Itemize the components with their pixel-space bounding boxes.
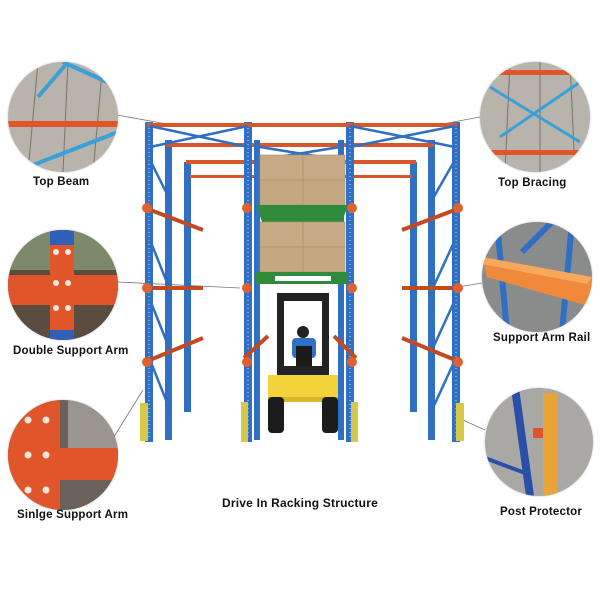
pallet-loads: [256, 154, 348, 284]
double-support-arm-detail-graphic: [8, 230, 118, 340]
top-beam-label: Top Beam: [33, 176, 90, 188]
top-beams: [147, 123, 457, 127]
post-protector-detail-image: [485, 388, 593, 496]
post-protector-label: Post Protector: [500, 506, 583, 518]
top-bracing: [148, 124, 457, 411]
support-arm-joints: [142, 203, 463, 367]
upright-perforations: [148, 124, 457, 440]
support-arm-rails: [144, 206, 461, 364]
support-arm-rail-label: Support Arm Rail: [493, 332, 591, 344]
single-support-arm-detail-graphic: [8, 400, 118, 510]
single-support-arm-detail-image: [8, 400, 118, 510]
top-bracing-detail-image: [480, 62, 590, 172]
support-arm-rail-detail-image: [482, 222, 592, 332]
front-uprights: [145, 122, 460, 442]
forklift: [268, 293, 338, 433]
top-bracing-detail-graphic: [480, 62, 590, 172]
post-protector-detail-graphic: [485, 388, 557, 496]
single-support-arm-label: Sinlge Support Arm: [17, 509, 129, 521]
top-bracing-label: Top Bracing: [498, 177, 567, 189]
top-beam-detail-image: [8, 62, 118, 172]
support-arm-rail-detail-graphic: [482, 222, 592, 332]
post-protectors: [140, 402, 464, 442]
top-beam-detail-graphic: [8, 62, 118, 172]
double-support-arm-detail-image: [8, 230, 118, 340]
diagram-caption: Drive In Racking Structure: [222, 496, 378, 510]
double-support-arm-label: Double Support Arm: [13, 345, 129, 357]
